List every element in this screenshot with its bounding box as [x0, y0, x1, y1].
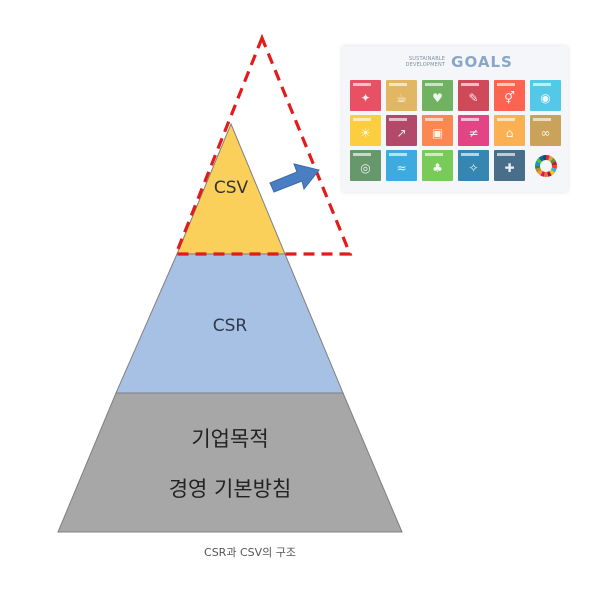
sdg-tile-16: ✧ [458, 150, 489, 181]
gender-icon: ⚥ [504, 91, 515, 105]
industry-icon: ▣ [431, 126, 444, 140]
energy-icon: ☀ [360, 126, 371, 140]
inequality-icon: ≠ [468, 126, 479, 140]
sdg-tile-8: ↗ [386, 115, 417, 146]
sdg-tile-11: ⌂ [494, 115, 525, 146]
health-icon: ♥ [432, 91, 443, 105]
water-icon: ◉ [540, 91, 551, 105]
csv-expansion-dashed-triangle [173, 33, 353, 256]
sdg-tile-17: ✚ [494, 150, 525, 181]
pyramid-base-tier [57, 392, 403, 533]
partnership-icon: ✚ [504, 161, 515, 175]
poverty-icon: ✦ [360, 91, 371, 105]
sdg-tile-14: ≈ [386, 150, 417, 181]
cities-icon: ⌂ [505, 126, 514, 140]
base-label-line2: 경영 기본방침 [169, 477, 292, 501]
sdg-tile-grid: ✦ ☕ ♥ ✎ ⚥ ◉ ☀ ↗ ▣ ≠ ⌂ ∞ ◎ ≈ ♣ ✧ ✚ [350, 80, 562, 186]
sdg-tile-3: ♥ [422, 80, 453, 111]
sdg-tile-1: ✦ [350, 80, 381, 111]
peace-icon: ✧ [468, 161, 479, 175]
base-label-line1: 기업목적 [191, 427, 268, 451]
sdg-subtitle: SUSTAINABLE DEVELOPMENT [405, 56, 446, 68]
sdg-goals-image: SUSTAINABLE DEVELOPMENT GOALS ✦ ☕ ♥ ✎ ⚥ ◉ ☀ ↗ ▣ ≠… [342, 46, 568, 192]
csv-label: CSV [214, 178, 249, 198]
csv-to-sdg-arrow [269, 163, 320, 193]
sdg-tile-7: ☀ [350, 115, 381, 146]
csr-label: CSR [213, 316, 248, 336]
sdg-tile-9: ▣ [422, 115, 453, 146]
sdg-tile-5: ⚥ [494, 80, 525, 111]
climate-icon: ◎ [360, 161, 371, 175]
sdg-wheel-icon [530, 150, 561, 181]
pyramid-csv-tier [176, 122, 286, 255]
work-icon: ↗ [396, 126, 407, 140]
sdg-header: SUSTAINABLE DEVELOPMENT GOALS [342, 52, 568, 72]
ocean-icon: ≈ [396, 161, 407, 175]
sdg-tile-13: ◎ [350, 150, 381, 181]
land-icon: ♣ [432, 161, 443, 175]
sdg-tile-4: ✎ [458, 80, 489, 111]
sdg-tile-10: ≠ [458, 115, 489, 146]
sdg-tile-12: ∞ [530, 115, 561, 146]
sdg-tile-15: ♣ [422, 150, 453, 181]
sdg-title: GOALS [451, 53, 513, 71]
hunger-icon: ☕ [396, 91, 407, 105]
sdg-tile-2: ☕ [386, 80, 417, 111]
education-icon: ✎ [468, 91, 479, 105]
sdg-tile-6: ◉ [530, 80, 561, 111]
consumption-icon: ∞ [540, 126, 551, 140]
figure-caption: CSR과 CSV의 구조 [204, 546, 296, 559]
